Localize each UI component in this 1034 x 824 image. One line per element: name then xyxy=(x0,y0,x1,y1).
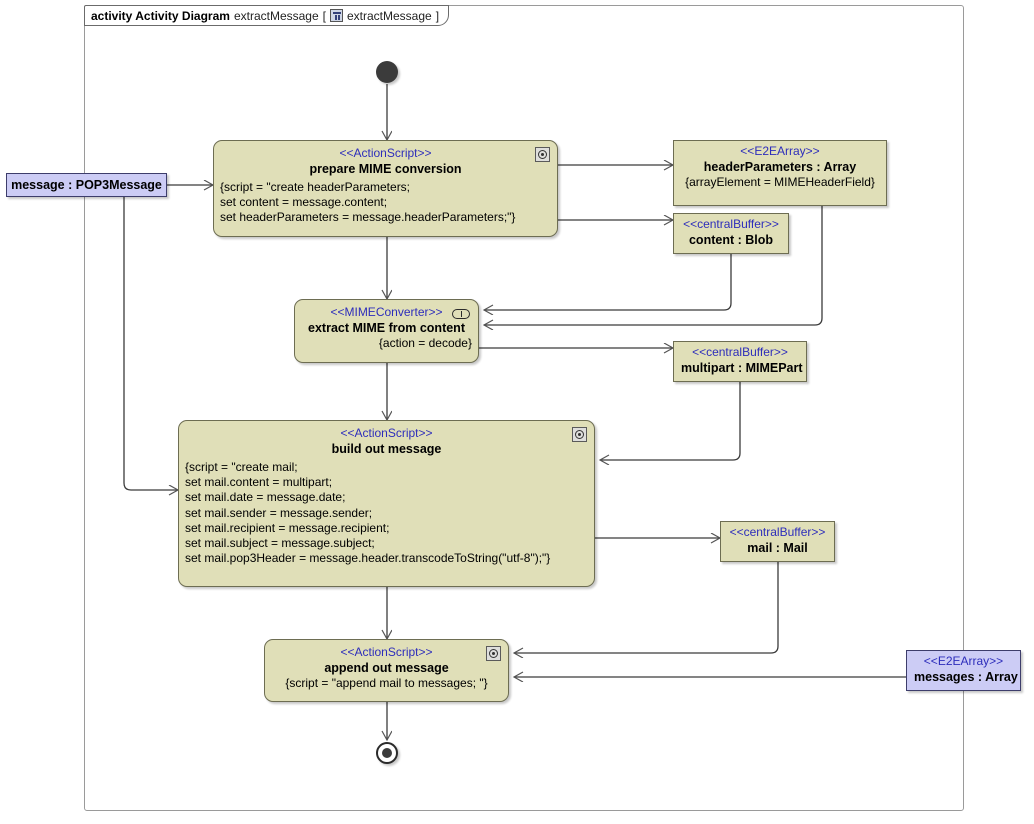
object-stereotype: <<centralBuffer>> xyxy=(683,217,779,231)
action-script-body: {script = "create headerParameters; set … xyxy=(220,180,516,225)
object-stereotype: <<E2EArray>> xyxy=(740,144,820,158)
initial-node[interactable] xyxy=(376,61,398,83)
object-node-mail[interactable]: <<centralBuffer>> mail : Mail xyxy=(720,521,835,562)
script-gear-icon xyxy=(535,147,550,162)
action-stereotype: <<ActionScript>> xyxy=(340,645,433,659)
object-node-messages[interactable]: <<E2EArray>> messages : Array xyxy=(906,650,1021,691)
action-stereotype: <<ActionScript>> xyxy=(339,146,432,160)
action-prepare-mime-conversion[interactable]: <<ActionScript>> prepare MIME conversion… xyxy=(213,140,558,237)
script-gear-icon xyxy=(486,646,501,661)
action-append-out-message[interactable]: <<ActionScript>> append out message {scr… xyxy=(264,639,509,702)
frame-bracket-close: ] xyxy=(435,8,440,23)
action-stereotype: <<ActionScript>> xyxy=(340,426,433,440)
object-name: content : Blob xyxy=(688,233,773,247)
action-name: extract MIME from content xyxy=(308,321,465,335)
action-name: build out message xyxy=(331,442,442,456)
object-name: multipart : MIMEPart xyxy=(681,361,803,375)
object-stereotype: <<centralBuffer>> xyxy=(729,525,826,539)
script-gear-icon xyxy=(572,427,587,442)
activity-final-node[interactable] xyxy=(376,742,398,764)
behavior-pill-icon xyxy=(452,309,470,319)
object-name: messages : Array xyxy=(914,670,1018,684)
action-stereotype: <<MIMEConverter>> xyxy=(330,305,443,319)
object-node-multipart[interactable]: <<centralBuffer>> multipart : MIMEPart xyxy=(673,341,807,382)
action-script-body: {script = "create mail; set mail.content… xyxy=(185,460,551,566)
action-name: prepare MIME conversion xyxy=(309,162,462,176)
frame-bracket-open: [ xyxy=(322,8,326,23)
object-node-content-blob[interactable]: <<centralBuffer>> content : Blob xyxy=(673,213,789,254)
object-name: headerParameters : Array xyxy=(703,160,857,174)
object-stereotype: <<centralBuffer>> xyxy=(692,345,788,359)
frame-scoped-name: extractMessage xyxy=(347,8,432,23)
diagram-frame xyxy=(84,5,964,811)
object-node-message[interactable]: message : POP3Message xyxy=(6,173,167,197)
frame-name: extractMessage xyxy=(233,8,319,23)
action-script-body: {script = "append mail to messages; "} xyxy=(285,676,488,690)
action-constraint: {action = decode} xyxy=(378,336,472,350)
action-extract-mime-from-content[interactable]: <<MIMEConverter>> extract MIME from cont… xyxy=(294,299,479,363)
object-node-message-label: message : POP3Message xyxy=(11,178,162,192)
action-build-out-message[interactable]: <<ActionScript>> build out message {scri… xyxy=(178,420,595,587)
object-name: mail : Mail xyxy=(747,541,808,555)
action-name: append out message xyxy=(324,661,449,675)
activity-diagram-icon xyxy=(330,9,343,22)
object-stereotype: <<E2EArray>> xyxy=(923,654,1004,668)
diagram-frame-header: activity Activity Diagram extractMessage… xyxy=(84,5,450,26)
frame-keyword: activity Activity Diagram xyxy=(91,8,230,23)
object-node-header-parameters[interactable]: <<E2EArray>> headerParameters : Array {a… xyxy=(673,140,887,206)
object-constraint: {arrayElement = MIMEHeaderField} xyxy=(685,175,875,189)
